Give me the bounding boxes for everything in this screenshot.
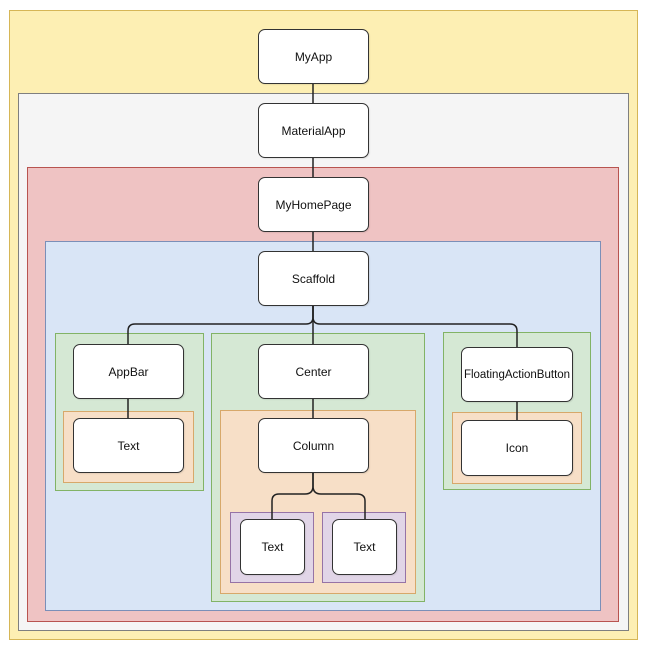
column-text-1-node: Text <box>240 519 305 575</box>
column-text-2-node: Text <box>332 519 397 575</box>
scaffold-node: Scaffold <box>258 251 369 306</box>
fab-node: FloatingActionButton <box>461 347 573 402</box>
edge-scaffold-fab <box>312 306 518 347</box>
edge-column-text-1 <box>271 473 314 519</box>
materialapp-node: MaterialApp <box>258 103 369 158</box>
myapp-node: MyApp <box>258 29 369 84</box>
appbar-text-node: Text <box>73 418 184 473</box>
edge-scaffold-appbar <box>127 306 314 344</box>
center-node: Center <box>258 344 369 399</box>
myhomepage-node: MyHomePage <box>258 177 369 232</box>
icon-node: Icon <box>461 420 573 476</box>
column-node: Column <box>258 418 369 473</box>
appbar-node: AppBar <box>73 344 184 399</box>
edge-column-text-2 <box>312 473 366 519</box>
